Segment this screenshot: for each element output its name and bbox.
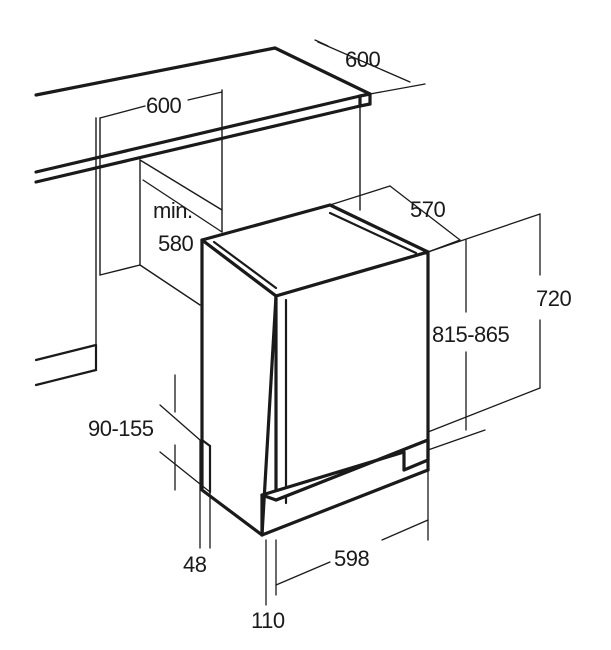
dimension-labels: 600 600 min. 580 570 815-865 720 90-155 … xyxy=(88,47,572,633)
label-niche-width: 600 xyxy=(146,93,181,118)
dishwasher xyxy=(200,203,430,537)
label-counter-depth: 600 xyxy=(345,47,380,72)
dimension-lines xyxy=(99,39,541,606)
label-plinth-recess: 48 xyxy=(183,552,207,577)
label-niche-depth-value: 580 xyxy=(158,231,193,256)
cabinet-niche xyxy=(34,89,361,387)
label-appliance-depth: 570 xyxy=(410,197,445,222)
countertop xyxy=(34,46,372,184)
label-plinth-height: 90-155 xyxy=(88,416,154,441)
label-niche-depth-min: min. xyxy=(153,198,193,223)
label-niche-height: 815-865 xyxy=(432,322,510,347)
label-appliance-height: 720 xyxy=(536,286,571,311)
label-appliance-width: 598 xyxy=(334,546,369,571)
label-door-offset: 110 xyxy=(251,608,285,633)
